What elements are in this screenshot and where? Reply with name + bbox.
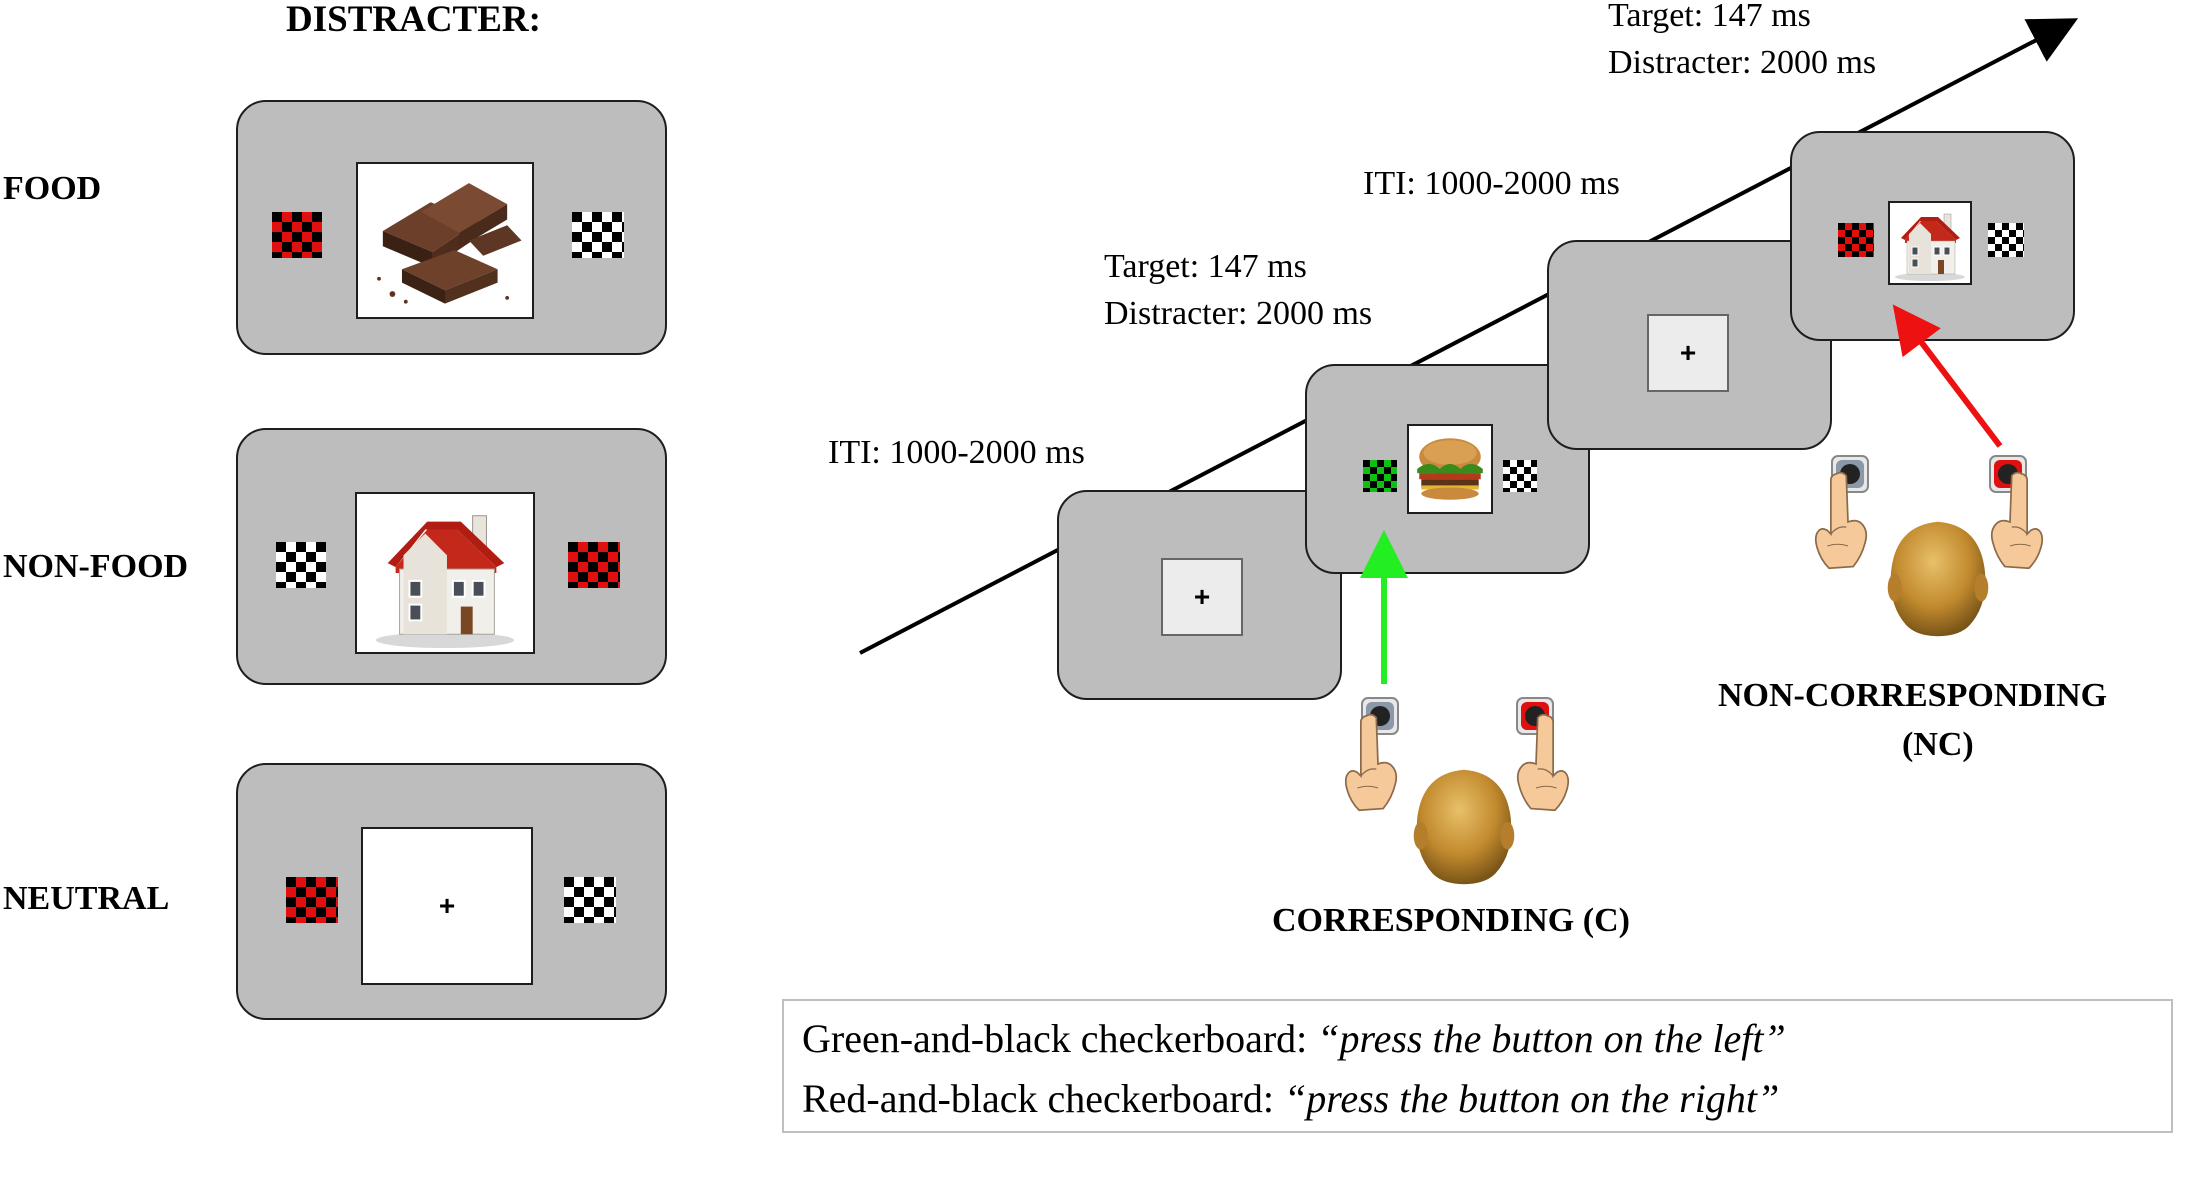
legend-green-prefix: Green-and-black checkerboard: bbox=[802, 1016, 1318, 1061]
fixation-box: + bbox=[1647, 314, 1729, 392]
neutral-white-box: + bbox=[361, 827, 533, 985]
head-icon bbox=[1413, 769, 1515, 885]
distracter-duration-label-1: Distracter: 2000 ms bbox=[1104, 295, 1373, 332]
fixation-cross: + bbox=[1193, 581, 1211, 612]
white-checkerboard bbox=[564, 877, 616, 923]
instruction-legend: Green-and-black checkerboard: “press the… bbox=[782, 999, 2173, 1133]
non-corresponding-abbrev: (NC) bbox=[1902, 726, 1974, 763]
white-checkerboard bbox=[1988, 223, 2024, 257]
distracter-screen-neutral: + bbox=[236, 763, 667, 1020]
legend-red-instruction: “press the button on the right” bbox=[1283, 1076, 1780, 1121]
red-arrow bbox=[1892, 304, 2003, 448]
fixation-cross: + bbox=[438, 890, 456, 921]
distracter-screen-non-food bbox=[236, 428, 667, 685]
non-corresponding-response bbox=[1810, 450, 2060, 650]
non-corresponding-label: NON-CORRESPONDING bbox=[1718, 677, 2108, 714]
right-hand-icon bbox=[1990, 471, 2044, 570]
red-checkerboard bbox=[272, 212, 322, 258]
head-icon bbox=[1887, 521, 1989, 637]
legend-line-red: Red-and-black checkerboard: “press the b… bbox=[802, 1075, 1779, 1122]
left-hand-icon bbox=[1814, 471, 1868, 570]
house-image bbox=[355, 492, 535, 654]
distracter-heading: DISTRACTER: bbox=[286, 0, 541, 40]
row-label-food: FOOD bbox=[3, 170, 102, 207]
white-checkerboard bbox=[572, 212, 624, 258]
target-duration-label-1: Target: 147 ms bbox=[1104, 248, 1307, 285]
corresponding-label: CORRESPONDING (C) bbox=[1272, 902, 1630, 939]
legend-red-prefix: Red-and-black checkerboard: bbox=[802, 1076, 1284, 1121]
target-screen-corresponding bbox=[1305, 364, 1590, 574]
iti-label-1: ITI: 1000-2000 ms bbox=[828, 434, 1085, 471]
right-hand-icon bbox=[1516, 713, 1570, 812]
chocolate-image bbox=[356, 162, 534, 319]
iti-label-2: ITI: 1000-2000 ms bbox=[1363, 165, 1620, 202]
fixation-box: + bbox=[1161, 558, 1243, 636]
target-duration-label-2: Target: 147 ms bbox=[1608, 0, 1811, 34]
burger-image bbox=[1407, 424, 1493, 514]
iti-screen-1: + bbox=[1057, 490, 1342, 700]
green-checkerboard bbox=[1363, 460, 1397, 492]
legend-line-green: Green-and-black checkerboard: “press the… bbox=[802, 1015, 1786, 1062]
distracter-screen-food bbox=[236, 100, 667, 355]
white-checkerboard bbox=[276, 542, 326, 588]
iti-screen-2: + bbox=[1547, 240, 1832, 450]
distracter-duration-label-2: Distracter: 2000 ms bbox=[1608, 44, 1877, 81]
fixation-cross: + bbox=[1679, 337, 1697, 368]
legend-green-instruction: “press the button on the left” bbox=[1317, 1016, 1786, 1061]
row-label-non-food: NON-FOOD bbox=[3, 548, 189, 585]
white-checkerboard bbox=[1503, 460, 1537, 492]
corresponding-response bbox=[1340, 690, 1590, 890]
left-hand-icon bbox=[1344, 713, 1398, 812]
red-checkerboard bbox=[1838, 223, 1874, 257]
house-image bbox=[1888, 201, 1972, 285]
row-label-neutral: NEUTRAL bbox=[3, 880, 170, 917]
red-checkerboard bbox=[568, 542, 620, 588]
red-checkerboard bbox=[286, 877, 338, 923]
